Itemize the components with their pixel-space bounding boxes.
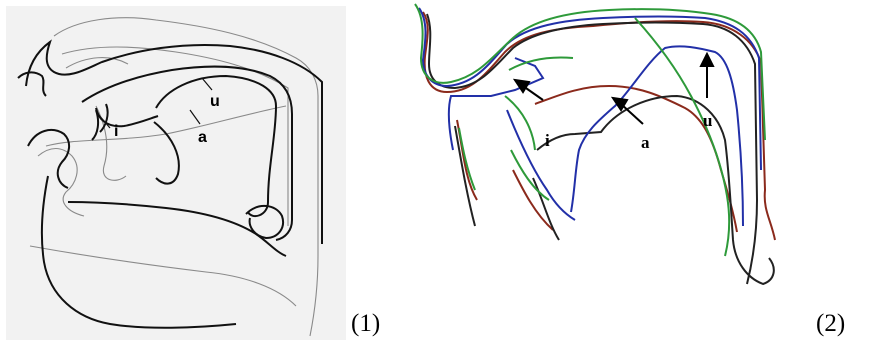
black-contour	[427, 14, 774, 284]
figure-2-caption: (2)	[816, 310, 845, 338]
label-u: u	[210, 93, 220, 110]
label-i: i	[545, 131, 550, 150]
label-a: a	[641, 133, 650, 152]
figure-1-caption: (1)	[351, 310, 380, 338]
label-u: u	[703, 111, 712, 130]
red-contour	[423, 12, 775, 240]
figure-2-arrows	[515, 54, 713, 124]
figure-2-contours: i a u	[403, 0, 803, 300]
figure-1-tracing: i u a	[6, 6, 346, 340]
label-i: i	[114, 123, 118, 140]
figure-1-panel: i u a	[6, 6, 346, 340]
label-a: a	[198, 129, 207, 146]
figure-2-panel: i a u	[403, 0, 803, 300]
